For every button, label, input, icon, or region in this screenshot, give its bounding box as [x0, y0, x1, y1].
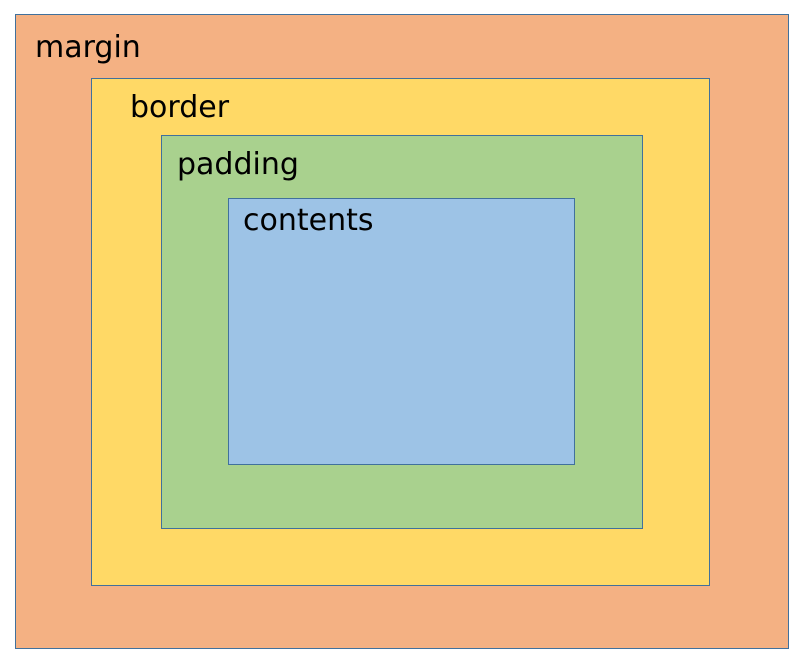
contents-box: contents — [228, 198, 575, 465]
border-label: border — [130, 90, 230, 125]
padding-label: padding — [177, 147, 299, 182]
margin-label: margin — [35, 30, 141, 65]
contents-label: contents — [243, 203, 374, 238]
border-box: border padding contents — [91, 78, 710, 586]
padding-box: padding contents — [161, 135, 643, 529]
margin-box: margin border padding contents — [15, 14, 789, 649]
